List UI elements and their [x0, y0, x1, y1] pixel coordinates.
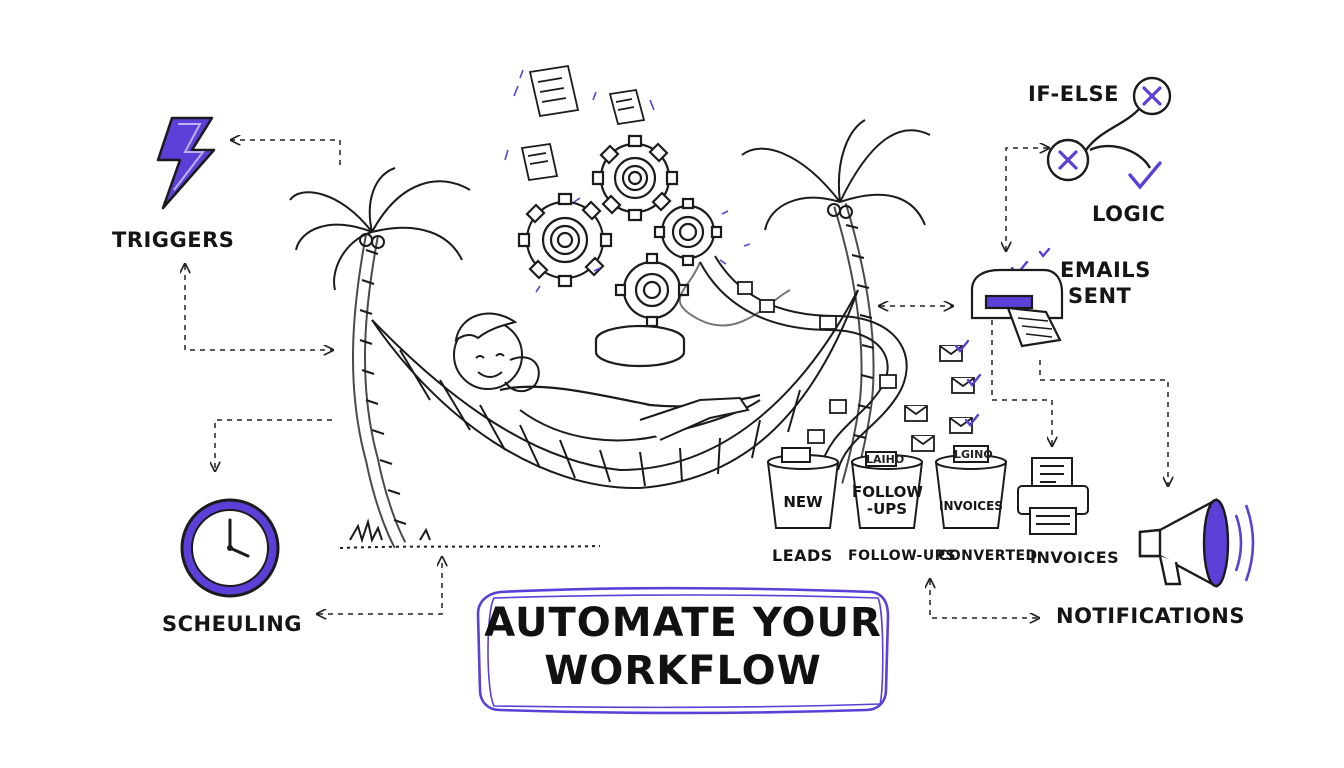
- caption-converted: CONVERTED: [938, 548, 1038, 564]
- bucket-tag-converted: LGINO: [954, 448, 993, 461]
- arrow-triggers-top: [232, 140, 341, 165]
- label-triggers: TRIGGERS: [112, 228, 235, 252]
- arrow-triggers-down: [185, 265, 332, 350]
- lightning-icon: [156, 116, 216, 210]
- package-icon: [737, 281, 897, 444]
- label-if-else: IF-ELSE: [1028, 82, 1119, 106]
- check-icon: [1128, 161, 1162, 190]
- arrow-scheduling: [215, 419, 332, 470]
- label-logic: LOGIC: [1092, 202, 1166, 226]
- buckets: [766, 445, 1008, 529]
- palm-tree-icon: [289, 119, 931, 549]
- envelope-icon: [904, 345, 975, 452]
- document-icon: [520, 64, 646, 182]
- title-banner: AUTOMATE YOUR WORKFLOW: [478, 586, 888, 714]
- arrow-mailbox-down: [991, 320, 1052, 445]
- printer-icon: [1017, 457, 1089, 535]
- motion-lines: [504, 69, 751, 293]
- bucket-inner-followups-line1: FOLLOW: [852, 483, 923, 501]
- arrow-notifications: [1039, 360, 1168, 485]
- label-notifications: NOTIFICATIONS: [1056, 604, 1245, 628]
- title-frame: [476, 586, 890, 715]
- bucket-inner-new: NEW: [783, 493, 823, 511]
- caption-leads: LEADS: [772, 546, 833, 565]
- logic-icon: [1046, 76, 1172, 190]
- bucket-tag-followups: LAIHO: [866, 453, 905, 466]
- megaphone-icon: [1138, 497, 1255, 589]
- bucket-inner-followups: FOLLOW -UPS: [852, 483, 923, 518]
- label-emails: EMAILS: [1060, 258, 1151, 282]
- bucket-inner-followups-line2: -UPS: [866, 500, 908, 518]
- gear-icon: [517, 134, 723, 368]
- caption-followups: FOLLOW-UPS: [848, 548, 957, 564]
- arrow-scheduling-bottom: [318, 558, 442, 614]
- clock-icon: [180, 498, 280, 598]
- connector-arrows: [185, 140, 1168, 618]
- label-scheduling: SCHEULING: [162, 612, 303, 636]
- title-line-1: AUTOMATE YOUR: [484, 600, 882, 646]
- cross-icon: [1058, 86, 1162, 170]
- arrow-bottom-right: [930, 580, 1038, 618]
- label-sent: SENT: [1068, 284, 1132, 308]
- title-line-2: WORKFLOW: [544, 648, 822, 694]
- caption-invoices: INVOICES: [1030, 548, 1120, 567]
- hammock-icon: [371, 289, 859, 490]
- bucket-inner-invoices: INVOICES: [939, 499, 1003, 513]
- arrow-logic: [1006, 148, 1048, 250]
- mailbox-icon: [970, 268, 1064, 348]
